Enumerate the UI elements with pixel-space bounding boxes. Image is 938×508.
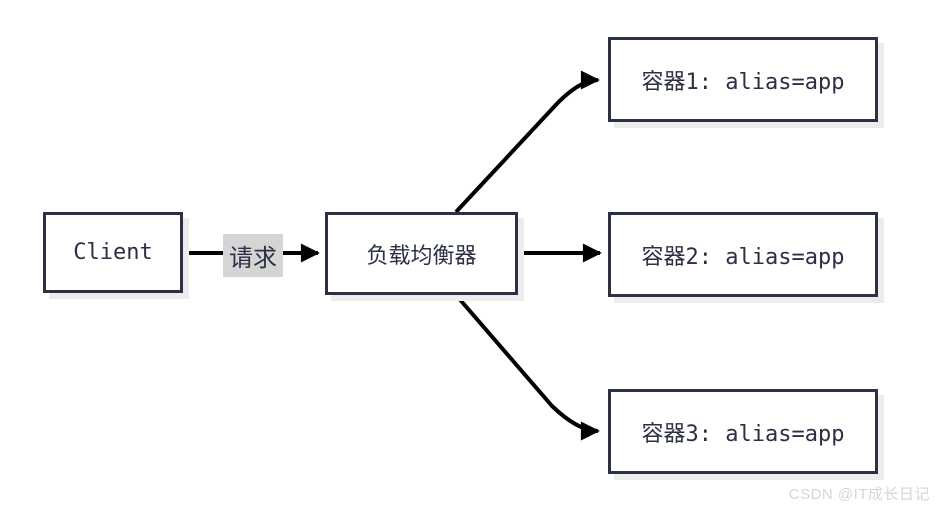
node-client-label: Client <box>73 240 153 265</box>
node-container1-label: 容器1: alias=app <box>641 69 845 95</box>
edge-load-balancer-to-container3-arrow <box>454 293 600 441</box>
node-container2-label: 容器2: alias=app <box>641 244 845 270</box>
edge-load-balancer-to-container1-arrow <box>454 70 600 214</box>
edge-label-request: 请求 <box>223 234 283 277</box>
watermark: CSDN @IT成长日记 <box>788 486 930 503</box>
node-container3-label: 容器3: alias=app <box>641 421 845 447</box>
node-client: Client <box>43 212 183 293</box>
node-container1: 容器1: alias=app <box>608 37 878 122</box>
node-load-balancer: 负载均衡器 <box>325 212 518 295</box>
node-container2: 容器2: alias=app <box>608 212 878 297</box>
node-container3: 容器3: alias=app <box>608 389 878 474</box>
node-load-balancer-label: 负载均衡器 <box>366 243 477 269</box>
